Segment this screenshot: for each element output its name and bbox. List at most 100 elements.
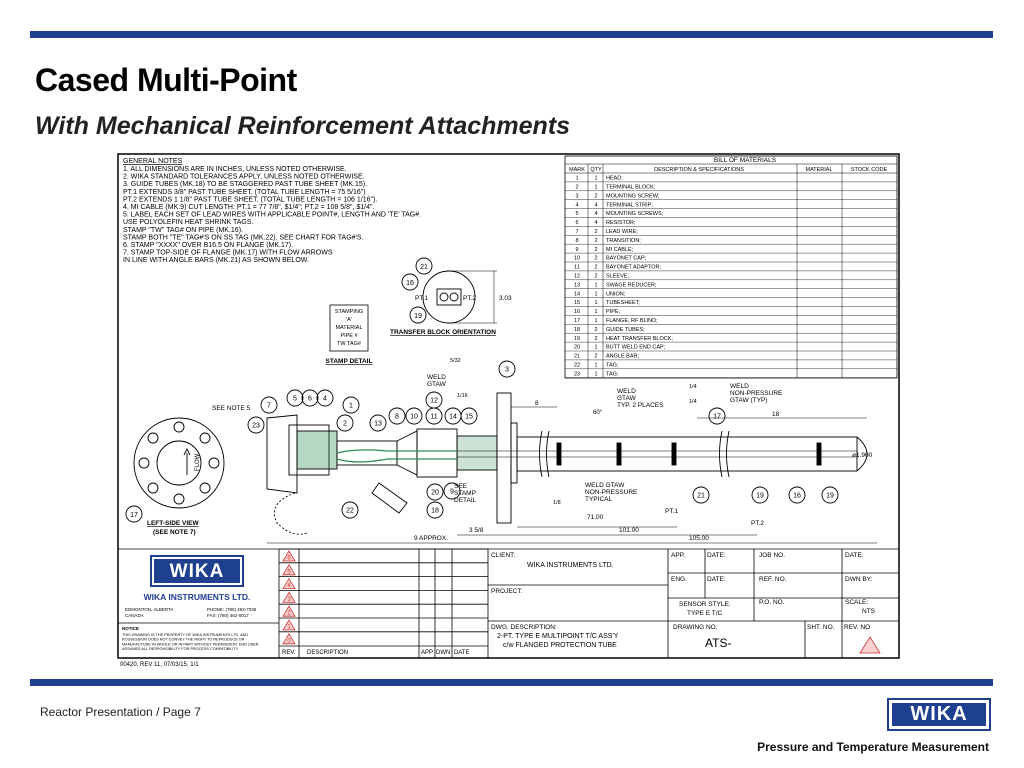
bom-qty: 1 — [594, 309, 597, 315]
note-line: 3. GUIDE TUBES (MK.18) TO BE STAGGERED P… — [123, 181, 367, 188]
pt2-label: PT.2 — [463, 295, 476, 302]
bom-desc: TAG; — [606, 363, 619, 369]
stamp-line: PIPE # — [340, 333, 358, 339]
rev-triangle — [282, 605, 296, 617]
rev-triangle — [282, 633, 296, 645]
tb-fax: FAX: (780) 462-0017 — [207, 613, 249, 618]
bom-qty: 1 — [594, 345, 597, 351]
bom-desc: MOUNTING SCREW; — [606, 193, 660, 199]
tb-company: WIKA INSTRUMENTS LTD. — [144, 592, 251, 602]
weld-np-1: WELD — [730, 383, 749, 390]
flange-inner — [156, 440, 202, 486]
frac-1-8: 1/8 — [553, 500, 561, 506]
weld-gtaw-1: WELD — [427, 374, 446, 381]
chain — [273, 492, 308, 535]
bom-desc: FLANGE, RF BLIND; — [606, 318, 658, 324]
balloon-21: 21 — [420, 264, 428, 271]
slide-subtitle: With Mechanical Reinforcement Attachment… — [35, 112, 571, 140]
balloon-22: 22 — [346, 508, 354, 515]
note-line: 1. ALL DIMENSIONS ARE IN INCHES, UNLESS … — [123, 166, 347, 173]
dim-358: 3 5/8 — [469, 527, 484, 534]
rev-digit: 5 — [287, 569, 291, 575]
weld-gtaw-typ-3: TYP. 2 PLACES — [617, 402, 664, 409]
bom-qty: 2 — [594, 265, 597, 271]
bom-qty: 1 — [594, 363, 597, 369]
weld-gtaw-np-1: WELD GTAW — [585, 482, 625, 489]
notice-line: ASSUMES ALL RESPONSIBILITY FOR PROCESS C… — [122, 647, 239, 651]
stamp-line: 'A' — [346, 317, 352, 323]
bom-qty: 4 — [594, 220, 597, 226]
po-no-label: P.O. NO. — [759, 599, 785, 606]
bolt-hole — [147, 482, 159, 494]
bom-mark: 18 — [574, 327, 580, 333]
dwg-desc-2: c/w FLANGED PROTECTION TUBE — [503, 642, 617, 649]
head-housing — [288, 424, 330, 476]
rev-digit: 4 — [287, 583, 291, 589]
bom-desc: GUIDE TUBES; — [606, 327, 645, 333]
dim-71: 71.00 — [587, 514, 604, 521]
balloon-circle — [369, 414, 387, 432]
weld-gtaw-np-2: NON-PRESSURE — [585, 489, 638, 496]
balloon-2: 2 — [343, 421, 347, 428]
date-label-3: DATE: — [845, 552, 864, 559]
bom-qty: 1 — [594, 318, 597, 324]
notice-line: MANUFACTURE IN WHOLE OR IN PART WITHOUT … — [122, 642, 259, 646]
rev-no-label: REV. NO — [844, 624, 870, 631]
drawing-no-label: DRAWING NO. — [673, 624, 718, 631]
bom-qty: 4 — [594, 202, 597, 208]
bom-qty: 2 — [594, 256, 597, 262]
balloon-8: 8 — [395, 414, 399, 421]
break-line — [719, 430, 730, 478]
bom-desc: PIPE; — [606, 309, 621, 315]
tag — [371, 482, 408, 514]
bolt-hole — [208, 457, 220, 469]
bom-mark: 2 — [575, 185, 578, 191]
bolt-hole — [199, 482, 211, 494]
see-stamp-2: STAMP — [454, 490, 476, 497]
drawing-svg: GENERAL NOTES 1. ALL DIMENSIONS ARE IN I… — [117, 153, 900, 668]
balloon-17: 17 — [713, 414, 721, 421]
wika-logo: WIKA — [887, 698, 991, 731]
bom-qty: 1 — [594, 291, 597, 297]
bom-desc: RESISTOR; — [606, 220, 636, 226]
dim-101: 101.00 — [619, 527, 639, 534]
flow-arrow-head — [183, 447, 191, 456]
balloon-5: 5 — [293, 396, 297, 403]
bottom-accent-bar — [30, 679, 993, 686]
weld-gtaw-typ-1: WELD — [617, 388, 636, 395]
terminal-block — [296, 430, 338, 470]
date-label-2: DATE: — [707, 576, 726, 583]
balloon-circle — [692, 486, 710, 504]
see-note-5: SEE NOTE 5 — [212, 405, 251, 412]
date-label-1: DATE: — [707, 552, 726, 559]
bom-desc: LEAD WIRE; — [606, 229, 638, 235]
bom-mark: 16 — [574, 309, 580, 315]
frac-1-4a: 1/4 — [689, 384, 697, 390]
sht-no-label: SHT. NO. — [807, 624, 835, 631]
tb-logo-text: WIKA — [170, 561, 225, 582]
balloon-circle — [336, 414, 354, 432]
scale-value: NTS — [862, 608, 876, 615]
footer-tagline: Pressure and Temperature Measurement — [757, 740, 989, 754]
bom-mark: 15 — [574, 300, 580, 306]
bom-qty: 1 — [594, 176, 597, 182]
bom-desc: ANGLE BAR; — [606, 354, 639, 360]
flange — [496, 392, 512, 524]
sensor-style-label: SENSOR STYLE: — [679, 601, 731, 608]
stamp-detail: STAMPING 'A' MATERIAL PIPE # TW TAG# STA… — [326, 304, 372, 365]
weld-gtaw-np-3: TYPICAL — [585, 496, 612, 503]
bom-mark: 20 — [574, 345, 580, 351]
drawing-frame — [117, 153, 900, 659]
bom-mark: 12 — [574, 274, 580, 280]
notice-lines: THIS DRAWING IS THE PROPERTY OF WIKA INS… — [122, 633, 259, 651]
rev-digit: 1 — [287, 625, 291, 631]
bolt-hole — [173, 421, 185, 433]
bolt-hole — [173, 493, 185, 505]
balloon-circle — [443, 482, 461, 500]
see-stamp-1: SEE — [454, 483, 468, 490]
transfer-block-orientation — [401, 257, 497, 324]
bom-desc: MI CABLE; — [606, 247, 634, 253]
dim-105: 105.00 — [689, 535, 709, 542]
heat-transfer-block — [616, 442, 622, 466]
